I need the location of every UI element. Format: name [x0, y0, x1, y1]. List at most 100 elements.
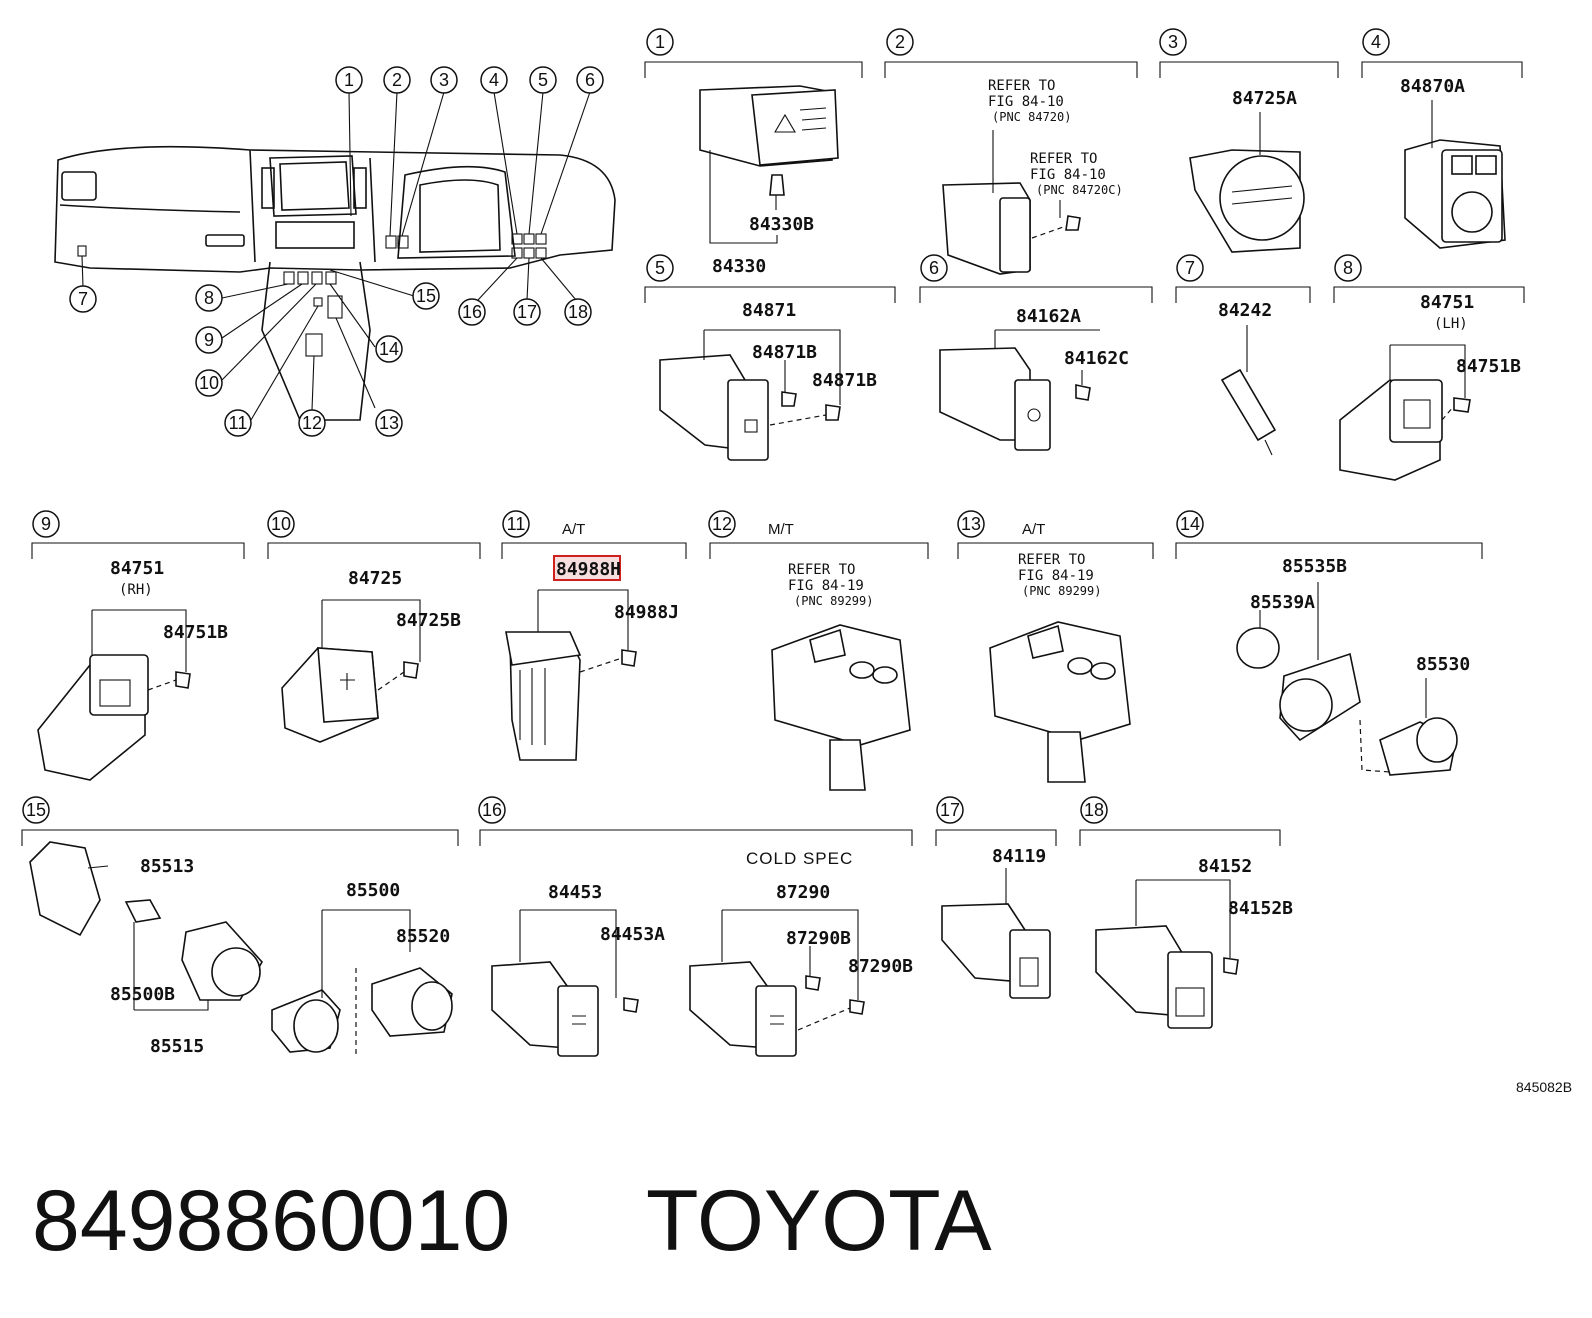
code-label: 87290: [776, 882, 830, 903]
ref-label: (PNC 84720C): [1036, 183, 1123, 197]
panel-number: 1: [655, 32, 665, 52]
dashboard-overview: [54, 91, 616, 421]
overview-callout: 15: [412, 282, 440, 310]
panel-bracket: [1175, 286, 1311, 303]
panel-bracket: [1079, 829, 1281, 846]
overview-callout: 6: [576, 66, 604, 94]
code-label: 85539A: [1250, 592, 1315, 613]
ref-label: FIG 84-19: [1018, 568, 1094, 584]
code-label: 84242: [1218, 300, 1272, 321]
code-label: 87290B: [786, 928, 851, 949]
panel-number: 6: [929, 258, 939, 278]
panel-number-callout: 4: [1362, 28, 1390, 56]
tag-label: A/T: [1022, 521, 1045, 538]
overview-callout: 1: [335, 66, 363, 94]
code-label: 84988J: [614, 602, 679, 623]
code-label: 87290B: [848, 956, 913, 977]
panel-number: 12: [712, 514, 732, 534]
panel-number-callout: 13: [957, 510, 985, 538]
code-label: 84330B: [749, 214, 814, 235]
panel-number: 3: [1168, 32, 1178, 52]
callout-number: 11: [229, 413, 248, 433]
ref-label: (PNC 89299): [1022, 584, 1101, 598]
ref-label: REFER TO: [1030, 151, 1097, 167]
ref-label: REFER TO: [988, 78, 1055, 94]
code-label: 85535B: [1282, 556, 1347, 577]
code-label: 84152B: [1228, 898, 1293, 919]
part-labels: 84330B 84330 REFER TO FIG 84-10 (PNC 847…: [110, 76, 1521, 1057]
code-label: 84751: [1420, 292, 1474, 313]
panel-number-callout: 14: [1176, 510, 1204, 538]
code-label: 84870A: [1400, 76, 1465, 97]
panel-number: 17: [940, 800, 960, 820]
panel-number: 15: [26, 800, 46, 820]
callout-number: 8: [204, 288, 214, 308]
callout-number: 16: [462, 302, 482, 322]
panel-bracket: [935, 829, 1057, 846]
panel-number-callout: 18: [1080, 796, 1108, 824]
code-label: 84871B: [752, 342, 817, 363]
panel-number-callout: 1: [646, 28, 674, 56]
panel-bracket: [1361, 61, 1523, 78]
overview-callout: 2: [383, 66, 411, 94]
callout-number: 15: [416, 286, 436, 306]
ref-label: FIG 84-19: [788, 578, 864, 594]
ref-label: FIG 84-10: [988, 94, 1064, 110]
callout-number: 6: [585, 70, 595, 90]
code-label: 84871: [742, 300, 796, 321]
panel-bracket: [644, 61, 863, 78]
panel-number: 8: [1343, 258, 1353, 278]
panel-bracket: [1159, 61, 1339, 78]
panel-number-callout: 16: [478, 796, 506, 824]
panel-bracket: [709, 542, 929, 559]
overview-callout: 3: [430, 66, 458, 94]
overview-callout: 4: [480, 66, 508, 94]
panel-number: 13: [961, 514, 981, 534]
overview-callout: 7: [69, 285, 97, 313]
side-label: (LH): [1434, 316, 1468, 332]
code-label: 84162C: [1064, 348, 1129, 369]
overview-callout: 14: [375, 335, 403, 363]
code-label: 84162A: [1016, 306, 1081, 327]
callout-number: 9: [204, 330, 214, 350]
panel-number-callout: 12: [708, 510, 736, 538]
panel-brackets: [21, 61, 1525, 846]
callout-number: 1: [344, 70, 354, 90]
code-label: 84751: [110, 558, 164, 579]
panel-number-callout: 5: [646, 254, 674, 282]
highlighted-code-label: 84988H: [556, 559, 621, 580]
overview-callout: 16: [458, 298, 486, 326]
brand-title: TOYOTA: [646, 1173, 992, 1269]
panel-number-callout: 17: [936, 796, 964, 824]
code-label: 84330: [712, 256, 766, 277]
code-label: 84119: [992, 846, 1046, 867]
callout-number: 7: [78, 289, 88, 309]
callout-number: 3: [439, 70, 449, 90]
code-label: 84725A: [1232, 88, 1297, 109]
highlight-box: [553, 555, 621, 581]
panel-bracket: [501, 542, 687, 559]
overview-callout: 10: [195, 369, 223, 397]
code-label: 84453A: [600, 924, 665, 945]
panel-number-callout: 11: [502, 510, 530, 538]
code-label: 84871B: [812, 370, 877, 391]
callout-number: 14: [379, 339, 399, 359]
overview-callout: 18: [564, 298, 592, 326]
panel-bracket: [21, 829, 459, 846]
overview-callout: 17: [513, 298, 541, 326]
panel-number-callout: 6: [920, 254, 948, 282]
panel-bracket: [31, 542, 245, 559]
figure-code: 845082B: [1516, 1079, 1572, 1095]
callout-number: 12: [302, 413, 322, 433]
ref-label: FIG 84-10: [1030, 167, 1106, 183]
code-label: 85520: [396, 926, 450, 947]
panel-bracket: [644, 286, 896, 303]
panel-bracket: [479, 829, 913, 846]
callout-number: 17: [517, 302, 537, 322]
panel-number-callout: 3: [1159, 28, 1187, 56]
tag-label: M/T: [768, 521, 794, 538]
overview-callout: 11: [224, 409, 252, 437]
code-label: 84152: [1198, 856, 1252, 877]
